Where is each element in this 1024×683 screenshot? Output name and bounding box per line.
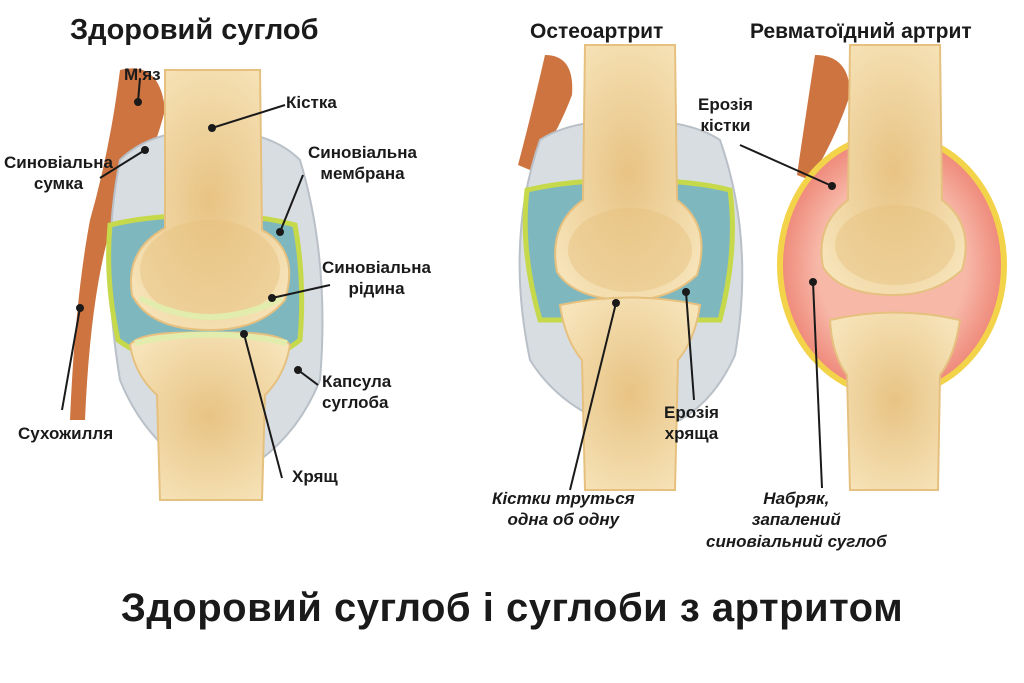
ra-lower-bone — [830, 313, 960, 491]
title-healthy: Здоровий суглоб — [70, 14, 319, 47]
title-rheumatoid: Ревматоїдний артрит — [750, 20, 972, 44]
rheumatoid-joint — [740, 45, 1004, 490]
title-osteoarthritis: Остеоартрит — [530, 20, 663, 44]
label-tendon: Сухожилля — [18, 423, 113, 444]
label-muscle: М'яз — [124, 64, 161, 85]
label-bone: Кістка — [286, 92, 337, 113]
caption: Здоровий суглоб і суглоби з артритом — [0, 586, 1024, 631]
label-cartilage: Хрящ — [292, 466, 338, 487]
